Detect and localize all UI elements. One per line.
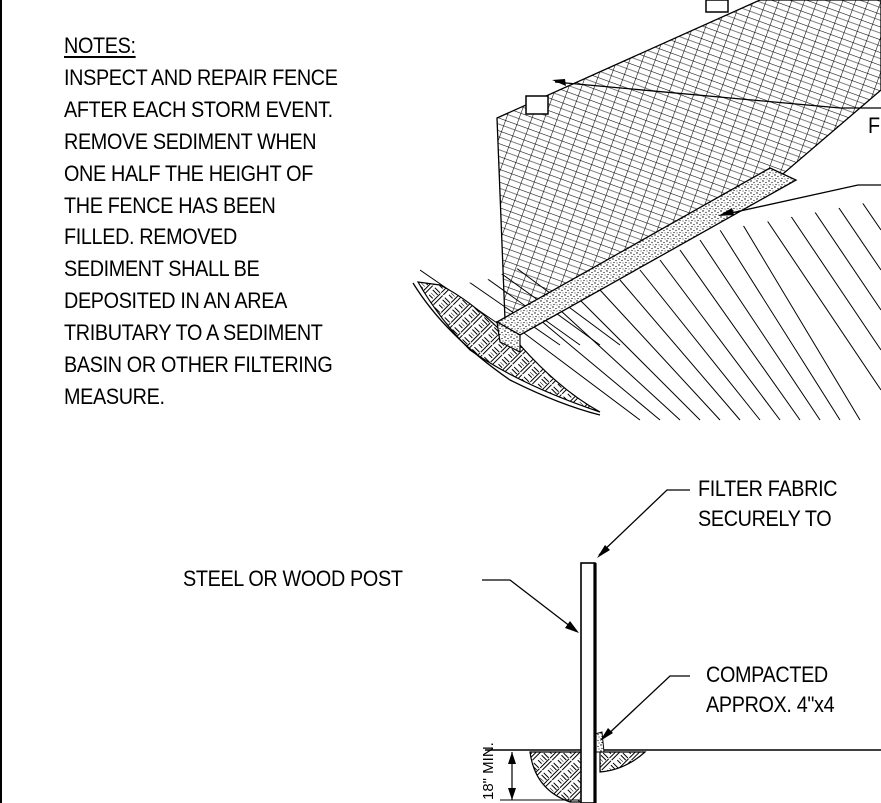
fence-post-top-left	[525, 95, 549, 115]
leader-compacted	[603, 675, 690, 739]
fence-post-top-right	[705, 0, 729, 13]
notes-heading: NOTES:	[64, 33, 136, 58]
leader-filter-fabric	[598, 489, 690, 556]
note-line: DEPOSITED IN AN AREA	[64, 288, 287, 314]
label-compacted-2: APPROX. 4"x4	[706, 692, 835, 717]
label-fabric-iso: F	[868, 113, 880, 138]
isometric-fence-view	[412, 0, 881, 421]
label-depth: 18" MIN.	[480, 742, 497, 800]
note-line: AFTER EACH STORM EVENT.	[64, 96, 333, 122]
label-filter-fabric-2: SECURELY TO	[698, 506, 832, 531]
section-view	[482, 489, 881, 803]
note-line: REMOVE SEDIMENT WHEN	[64, 128, 317, 154]
note-line: TRIBUTARY TO A SEDIMENT	[64, 320, 323, 346]
note-line: THE FENCE HAS BEEN	[64, 192, 276, 218]
fence-fabric-panel	[496, 0, 881, 322]
note-line: BASIN OR OTHER FILTERING	[64, 352, 333, 378]
note-line: INSPECT AND REPAIR FENCE	[64, 64, 338, 90]
leader-sediment-iso	[721, 184, 881, 216]
notes-block: NOTES: INSPECT AND REPAIR FENCE AFTER EA…	[64, 30, 434, 413]
note-line: FILLED. REMOVED	[64, 224, 237, 250]
section-post	[580, 562, 596, 803]
leader-fabric-iso	[554, 81, 881, 109]
label-filter-fabric-1: FILTER FABRIC	[698, 476, 838, 501]
label-post: STEEL OR WOOD POST	[183, 566, 403, 591]
label-compacted-1: COMPACTED	[706, 662, 828, 687]
note-line: SEDIMENT SHALL BE	[64, 256, 260, 282]
note-line: ONE HALF THE HEIGHT OF	[64, 160, 313, 186]
leader-post	[482, 579, 576, 631]
note-line: MEASURE.	[64, 383, 165, 409]
ground-hatch	[420, 200, 881, 421]
